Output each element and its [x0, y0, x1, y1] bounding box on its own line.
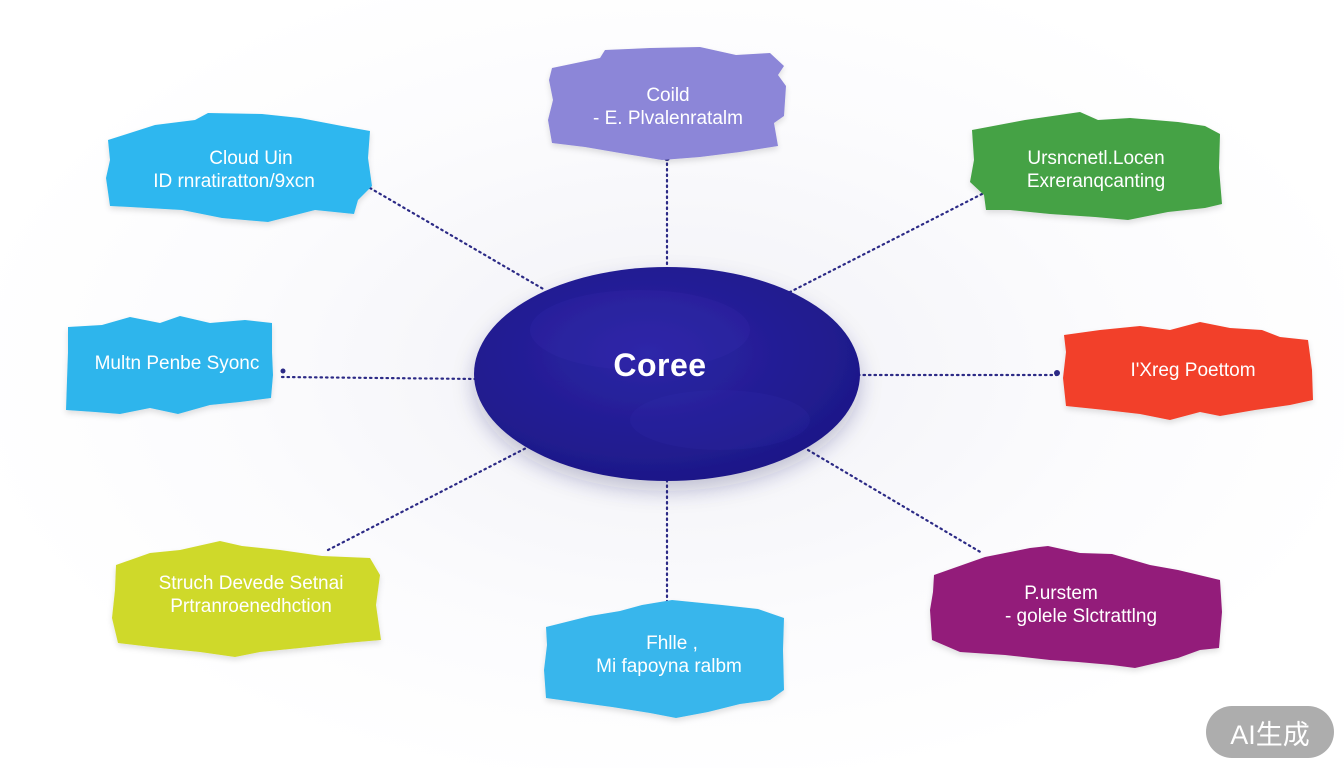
- connector-left: [280, 375, 480, 381]
- node-label: Ursncnetl.Locen Exreranqcanting: [1027, 147, 1165, 193]
- node-label: Fhlle , Mi fapoyna ralbm: [596, 632, 742, 678]
- core-ellipse: [474, 267, 860, 481]
- node-shape-purple: [930, 546, 1222, 668]
- connector-lower-left: [326, 444, 532, 552]
- node-label: P.urstem - golele Slctrattlng: [1005, 582, 1157, 628]
- node-green[interactable]: Ursncnetl.Locen Exreranqcanting: [972, 140, 1220, 200]
- node-line: I'Xreg Poettom: [1130, 359, 1256, 381]
- node-label: Struch Devede Setnai Prtranroenedhction: [159, 572, 344, 618]
- connector-dot: [1054, 370, 1060, 376]
- node-shape-cloud-top: [548, 47, 786, 160]
- node-line: - golele Slctrattlng: [1004, 606, 1158, 627]
- node-multi[interactable]: Multn Penbe Syonc: [66, 345, 288, 381]
- node-shape-red: [1063, 322, 1313, 420]
- node-file[interactable]: Fhlle , Mi fapoyna ralbm: [544, 625, 794, 685]
- node-cloud-left[interactable]: Cloud Uin ID rnratiratton/9xcn: [104, 140, 364, 200]
- connector-dot: [280, 368, 286, 374]
- node-line: - E. Plvalenratalm: [593, 108, 743, 129]
- node-line: Multn Penbe Syonc: [94, 352, 260, 374]
- node-shape-multi: [66, 316, 273, 414]
- node-shape-yellow: [112, 541, 381, 657]
- node-line: Mi fapoyna ralbm: [596, 656, 742, 677]
- node-yellow[interactable]: Struch Devede Setnai Prtranroenedhction: [116, 565, 386, 625]
- core-node: [474, 267, 860, 481]
- node-cloud-top[interactable]: Coild - E. Plvalenratalm: [548, 78, 788, 136]
- node-line: ID rnratiratton/9xcn: [153, 171, 315, 192]
- node-label: Cloud Uin ID rnratiratton/9xcn: [153, 147, 315, 193]
- connector-upper-left: [368, 186, 547, 292]
- node-line: Struch Devede Setnai: [158, 573, 344, 594]
- node-line: P.urstem: [1024, 583, 1098, 604]
- node-label: Coild - E. Plvalenratalm: [593, 84, 743, 130]
- node-line: Fhlle ,: [646, 633, 698, 654]
- node-shape-cloud-left: [106, 113, 372, 222]
- node-label: Multn Penbe Syonc: [95, 352, 260, 375]
- connector-lower-right: [806, 448, 984, 555]
- core-highlight: [630, 390, 810, 450]
- connector-upper-right: [788, 192, 984, 294]
- ai-generated-badge: AI生成: [1206, 706, 1334, 758]
- node-line: Prtranroenedhction: [170, 596, 332, 617]
- node-purple[interactable]: P.urstem - golele Slctrattlng: [936, 575, 1226, 635]
- node-shape-green: [970, 112, 1222, 220]
- node-line: Ursncnetl.Locen: [1027, 148, 1165, 169]
- node-red[interactable]: I'Xreg Poettom: [1078, 352, 1308, 388]
- node-label: I'Xreg Poettom: [1130, 359, 1255, 382]
- node-line: Exreranqcanting: [1026, 171, 1166, 192]
- node-shape-file: [544, 600, 784, 718]
- node-line: Cloud Uin: [209, 148, 293, 169]
- node-line: Coild: [646, 85, 690, 106]
- core-highlight: [530, 290, 750, 370]
- core-label: Coree: [613, 346, 707, 383]
